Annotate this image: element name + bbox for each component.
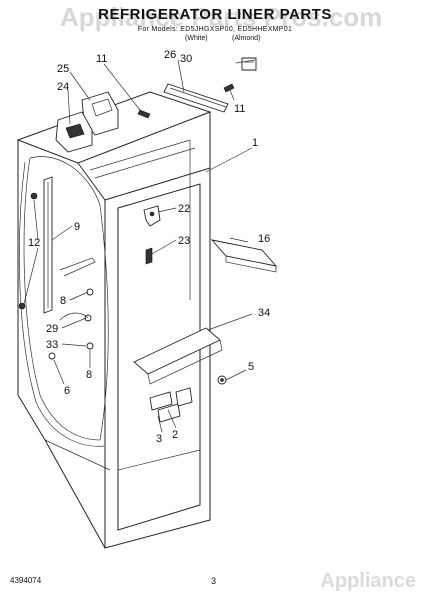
cap-part-30 [241, 57, 257, 71]
bracket-part-22 [143, 205, 161, 227]
callout-33: 33 [46, 339, 58, 351]
callout-26: 26 [164, 49, 176, 61]
drain-wire [59, 257, 96, 321]
liner-shell [16, 91, 212, 549]
nut-part-5 [217, 375, 227, 385]
vertical-rail-part-9 [43, 176, 53, 314]
screw-part-11-right [223, 83, 235, 93]
callout-34: 34 [258, 307, 270, 319]
callout-11-right: 11 [234, 103, 245, 115]
callout-12: 12 [28, 237, 40, 249]
rail-part-16 [210, 239, 278, 273]
leader-lines [23, 59, 256, 433]
screw-part-23 [145, 247, 153, 265]
callout-2: 2 [172, 429, 178, 441]
air-duct-part-25-24 [55, 91, 119, 153]
callout-8-lower: 8 [86, 369, 92, 381]
callout-16: 16 [258, 233, 270, 245]
callout-5: 5 [248, 361, 254, 373]
page-number: 3 [211, 576, 217, 586]
callout-9: 9 [74, 221, 80, 233]
callout-30: 30 [180, 53, 192, 65]
model-subtitle: For Models: ED5JHGXSP00, ED5HHEXMP01 [137, 26, 293, 33]
page-title: REFRIGERATOR LINER PARTS [98, 6, 332, 23]
callout-22: 22 [178, 203, 190, 215]
variant-almond-label: (Almond) [232, 35, 261, 42]
top-rail-part-26 [163, 83, 229, 113]
callout-3: 3 [156, 433, 162, 445]
callout-23: 23 [178, 235, 190, 247]
callout-11-top: 11 [96, 53, 107, 65]
screw-part-11-top [137, 109, 151, 119]
document-number: 4394074 [10, 576, 42, 585]
callout-6: 6 [64, 385, 70, 397]
footer-watermark: Appliance [320, 570, 416, 592]
variant-white-label: (White) [185, 35, 208, 42]
shelf-rail-part-34 [133, 327, 223, 385]
callout-8-upper: 8 [60, 295, 66, 307]
callout-29: 29 [46, 323, 58, 335]
watermark-text: Appliance Parts Pros.com [60, 2, 383, 32]
callout-1: 1 [252, 137, 258, 149]
callout-24: 24 [57, 81, 69, 93]
callout-25: 25 [57, 63, 69, 75]
